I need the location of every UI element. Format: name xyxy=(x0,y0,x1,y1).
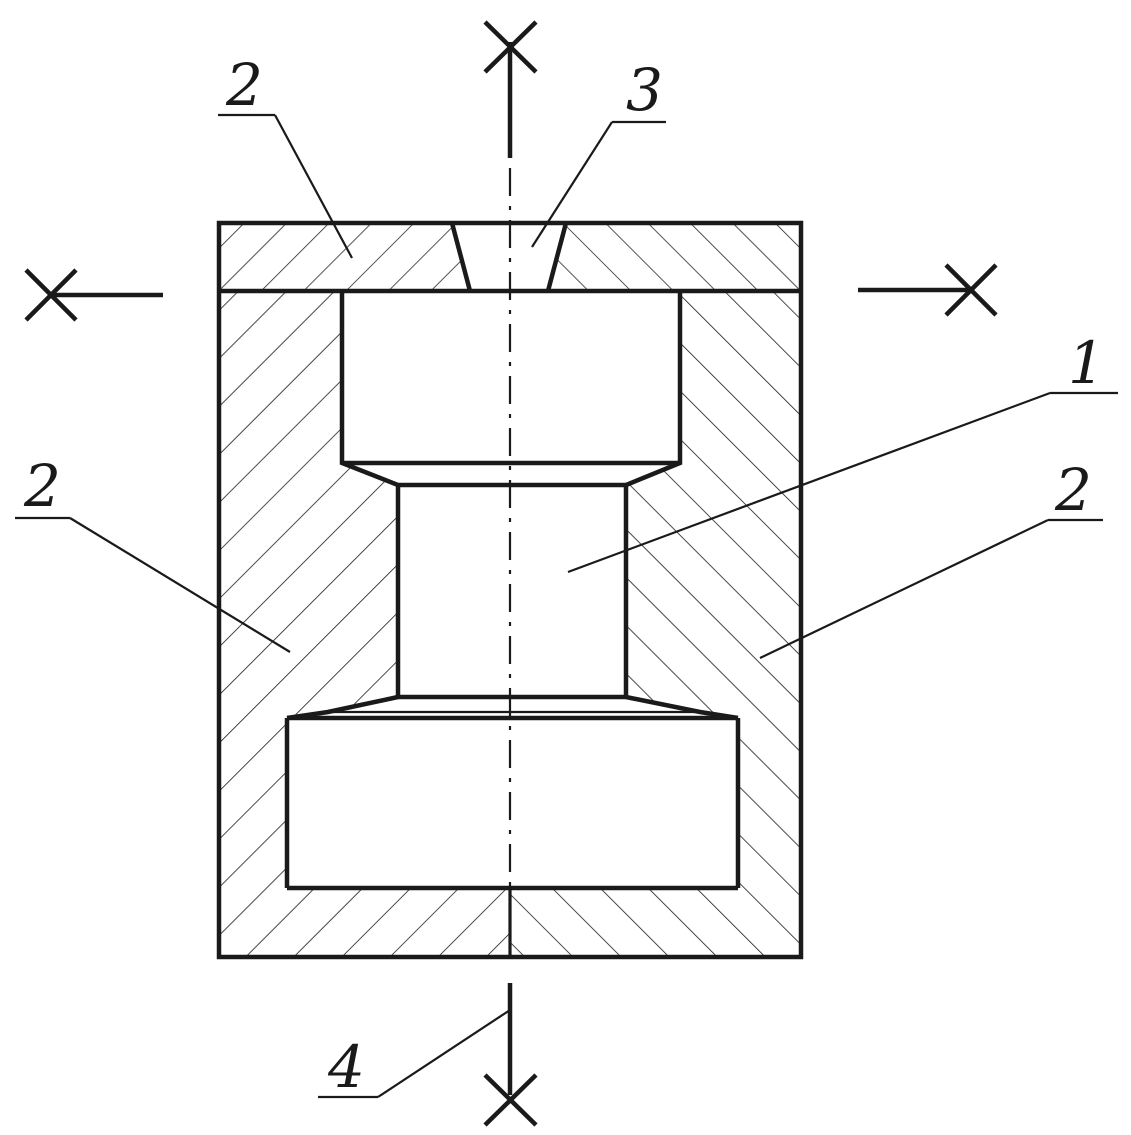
arrow-right-marker xyxy=(858,263,998,317)
body-hatching-right xyxy=(510,293,801,957)
callout-label-middle-right-2: 2 xyxy=(1054,456,1092,524)
arrow-up-marker xyxy=(483,20,538,74)
callout-label-top-right: 3 xyxy=(626,56,663,124)
top-plate xyxy=(219,223,801,291)
callout-label-middle-left: 2 xyxy=(23,452,61,520)
callout-label-top-left: 2 xyxy=(225,51,263,119)
arrow-left-marker xyxy=(24,268,163,322)
body-hatching-left xyxy=(219,293,510,957)
leader-lines xyxy=(15,113,1118,1099)
callout-label-bottom: 4 xyxy=(327,1033,365,1101)
callout-label-middle-right-1: 1 xyxy=(1068,329,1105,397)
arrow-down-marker xyxy=(483,1073,538,1127)
